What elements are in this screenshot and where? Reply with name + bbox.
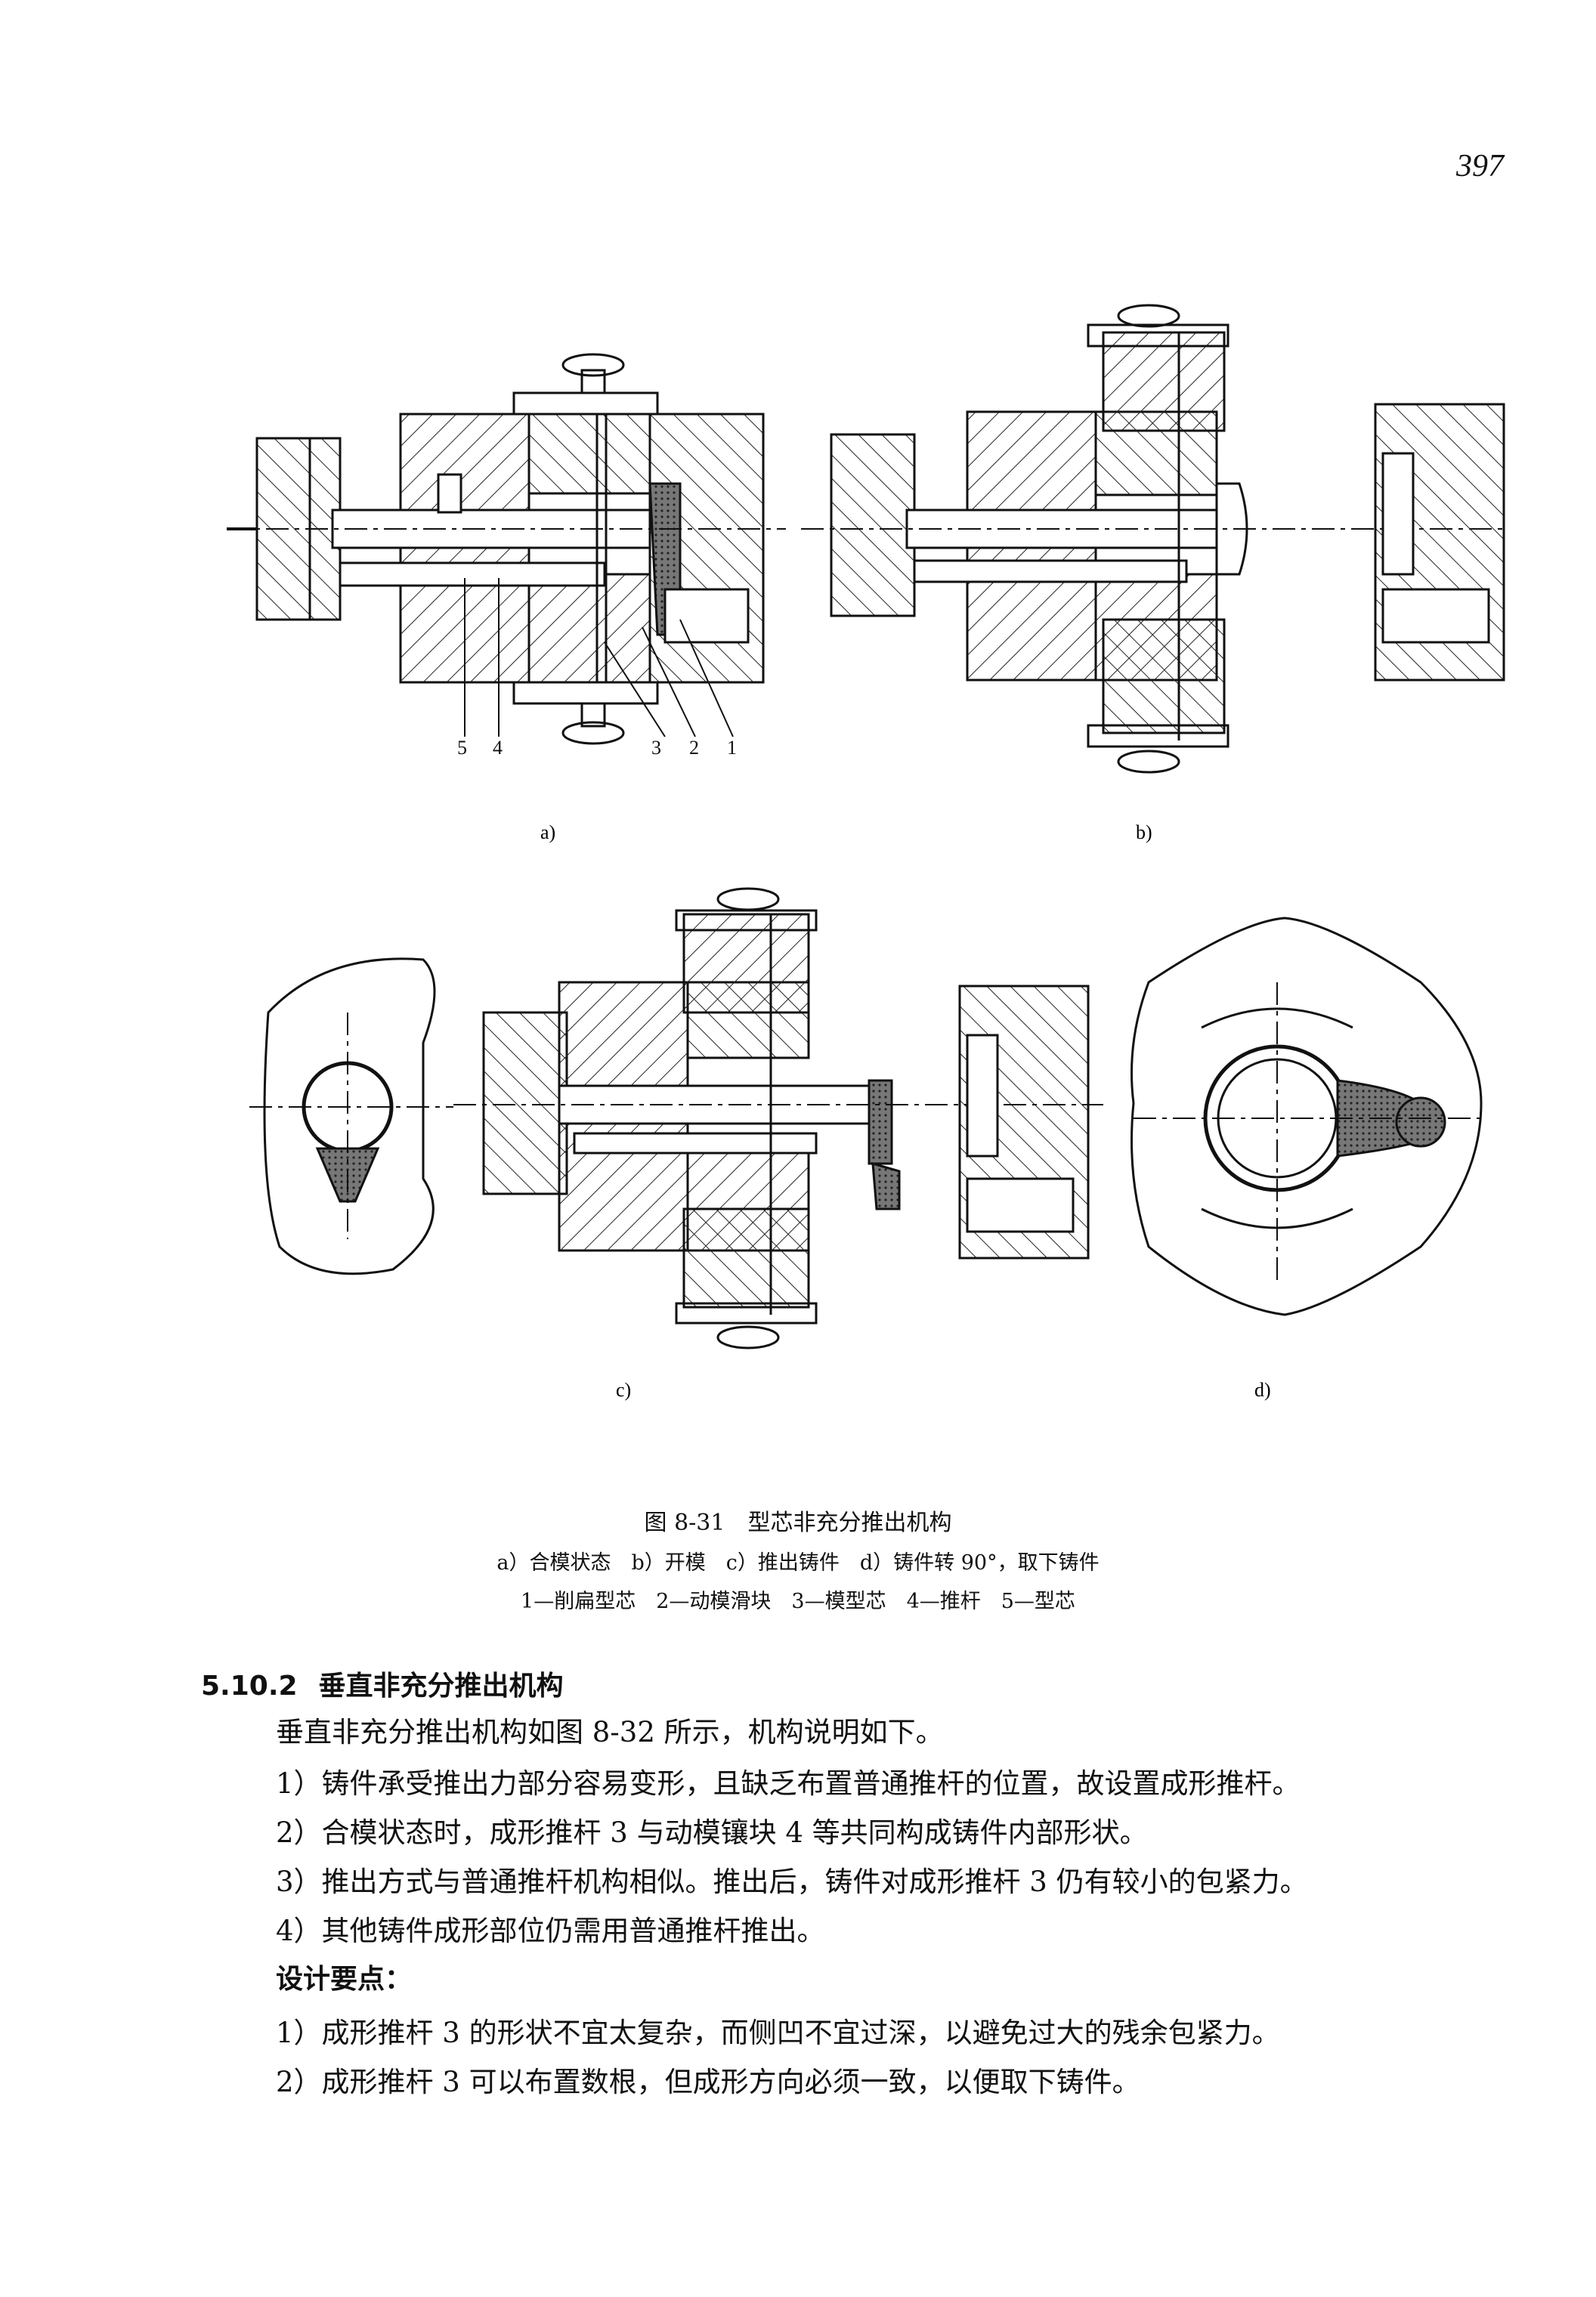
part-number-2: 2 <box>689 737 699 759</box>
page-number: 397 <box>1456 149 1504 184</box>
mold-figure: 5 4 3 2 1 <box>227 304 1505 1401</box>
list-item: 4）其他铸件成形部位仍需用普通推杆推出。 <box>276 1915 825 1947</box>
subfigure-a <box>227 353 786 745</box>
subfigure-label-c: c) <box>616 1379 631 1401</box>
list-item: 2）成形推杆 3 可以布置数根，但成形方向必须一致，以便取下铸件。 <box>276 2066 1140 2098</box>
list-item: 1）成形推杆 3 的形状不宜太复杂，而侧凹不宜过深，以避免过大的残余包紧力。 <box>276 2017 1280 2049</box>
part-number-3: 3 <box>651 737 661 759</box>
section-title: 垂直非充分推出机构 <box>318 1671 564 1702</box>
design-points-heading: 设计要点： <box>276 1964 413 1995</box>
figure-caption-parts: 1—削扁型芯 2—动模滑块 3—模型芯 4—推杆 5—型芯 <box>521 1590 1075 1613</box>
section-number: 5.10.2 <box>201 1671 298 1702</box>
subfigure-d <box>1130 917 1483 1316</box>
list-item: 3）推出方式与普通推杆机构相似。推出后，铸件对成形推杆 3 仍有较小的包紧力。 <box>276 1866 1308 1898</box>
list-item: 2）合模状态时，成形推杆 3 与动模镶块 4 等共同构成铸件内部形状。 <box>276 1816 1148 1849</box>
figure-caption-states: a）合模状态 b）开模 c）推出铸件 d）铸件转 90°，取下铸件 <box>496 1551 1100 1575</box>
subfigure-label-b: b) <box>1136 821 1152 843</box>
subfigure-label-d: d) <box>1254 1379 1271 1401</box>
part-number-4: 4 <box>493 737 503 759</box>
list-item: 1）铸件承受推出力部分容易变形，且缺乏布置普通推杆的位置，故设置成形推杆。 <box>276 1767 1301 1800</box>
part-number-5: 5 <box>457 737 467 759</box>
section-heading: 5.10.2 垂直非充分推出机构 <box>201 1664 564 1703</box>
subfigure-label-a: a) <box>540 821 555 843</box>
part-number-1: 1 <box>727 737 737 759</box>
section-intro: 垂直非充分推出机构如图 8-32 所示，机构说明如下。 <box>276 1716 944 1748</box>
subfigure-b <box>801 304 1505 774</box>
figure-caption-title: 图 8-31 型芯非充分推出机构 <box>644 1510 952 1536</box>
subfigure-c <box>249 887 1103 1349</box>
